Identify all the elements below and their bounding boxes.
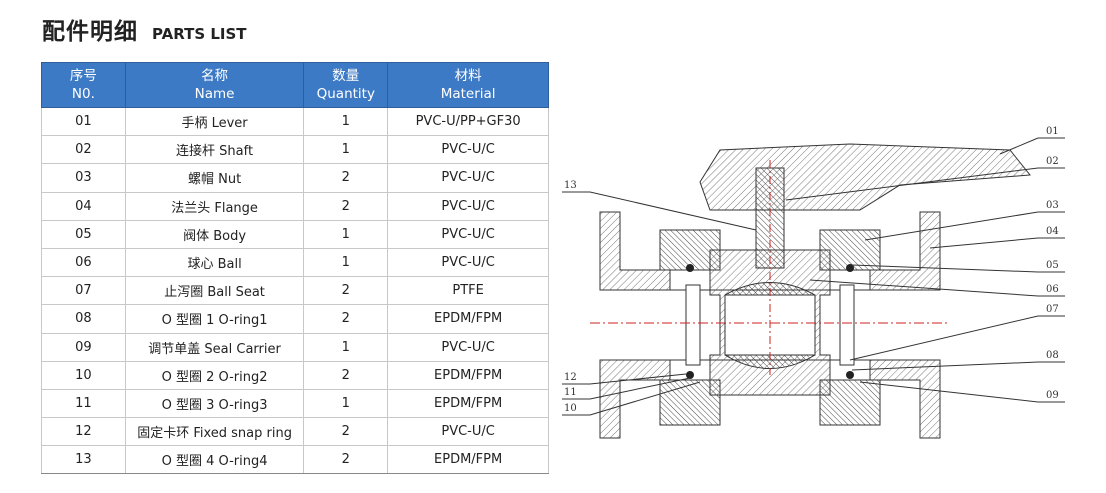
cell-qty: 2 bbox=[303, 361, 389, 390]
cell-no: 10 bbox=[41, 361, 126, 390]
cell-qty: 2 bbox=[303, 445, 389, 475]
cell-material: PVC-U/C bbox=[387, 220, 549, 249]
cell-material: PVC-U/C bbox=[387, 248, 549, 278]
callout-02: 02 bbox=[1046, 156, 1059, 167]
cell-qty: 2 bbox=[303, 276, 389, 306]
cell-qty: 2 bbox=[303, 192, 389, 221]
cell-name: 螺帽 Nut bbox=[124, 163, 305, 193]
cell-no: 05 bbox=[41, 220, 126, 249]
callouts-left: 13 12 11 10 bbox=[562, 180, 757, 416]
heading-zh: 配件明细 bbox=[42, 19, 138, 45]
cell-qty: 2 bbox=[303, 304, 389, 334]
ball-valve-diagram: 01 02 03 04 05 06 07 08 09 13 12 11 bbox=[560, 120, 1080, 454]
cell-no: 02 bbox=[41, 135, 126, 165]
cell-name: O 型圈 2 O-ring2 bbox=[124, 361, 305, 390]
cell-material: EPDM/FPM bbox=[387, 445, 549, 475]
cell-no: 03 bbox=[41, 163, 126, 193]
cell-no: 13 bbox=[41, 445, 126, 475]
cell-no: 04 bbox=[41, 192, 126, 221]
cell-no: 06 bbox=[41, 248, 126, 278]
callouts-right: 01 02 03 04 05 06 07 08 09 bbox=[785, 126, 1065, 403]
cell-material: PVC-U/C bbox=[387, 163, 549, 193]
cell-material: PVC-U/C bbox=[387, 135, 549, 165]
page-heading: 配件明细 PARTS LIST bbox=[42, 12, 247, 46]
cell-name: 固定卡环 Fixed snap ring bbox=[124, 417, 305, 447]
cell-material: PVC-U/C bbox=[387, 192, 549, 221]
cell-name: 球心 Ball bbox=[124, 248, 305, 278]
cell-name: O 型圈 1 O-ring1 bbox=[124, 304, 305, 334]
cell-material: EPDM/FPM bbox=[387, 304, 549, 334]
callout-13: 13 bbox=[564, 180, 577, 191]
cell-name: 法兰头 Flange bbox=[124, 192, 305, 221]
cell-name: 手柄 Lever bbox=[124, 107, 305, 137]
callout-03: 03 bbox=[1046, 200, 1059, 211]
cell-material: EPDM/FPM bbox=[387, 389, 549, 419]
callout-05: 05 bbox=[1046, 260, 1059, 271]
right-seat-carrier bbox=[839, 284, 855, 366]
cell-no: 12 bbox=[41, 417, 126, 447]
callout-11: 11 bbox=[564, 387, 577, 398]
cell-qty: 1 bbox=[303, 107, 389, 137]
cell-material: PVC-U/PP+GF30 bbox=[387, 107, 549, 137]
cell-no: 07 bbox=[41, 276, 126, 306]
o-ring-upper-left bbox=[686, 264, 694, 272]
o-ring-upper-right bbox=[846, 264, 854, 272]
o-ring-lower-right bbox=[846, 371, 854, 379]
cell-no: 01 bbox=[41, 107, 126, 137]
callout-06: 06 bbox=[1046, 284, 1059, 295]
cell-name: 调节单盖 Seal Carrier bbox=[124, 333, 305, 362]
cell-name: O 型圈 3 O-ring3 bbox=[124, 389, 305, 419]
callout-09: 09 bbox=[1046, 390, 1059, 401]
cell-name: O 型圈 4 O-ring4 bbox=[124, 445, 305, 475]
callout-01: 01 bbox=[1046, 126, 1059, 137]
valve-section-drawing: 01 02 03 04 05 06 07 08 09 13 12 11 bbox=[562, 126, 1065, 439]
callout-04: 04 bbox=[1046, 226, 1059, 237]
lever bbox=[699, 143, 1031, 211]
cell-qty: 2 bbox=[303, 163, 389, 193]
callout-08: 08 bbox=[1046, 350, 1059, 361]
cell-qty: 2 bbox=[303, 417, 389, 447]
o-ring-lower-left bbox=[686, 371, 694, 379]
cell-qty: 1 bbox=[303, 389, 389, 419]
cell-name: 连接杆 Shaft bbox=[124, 135, 305, 165]
callout-07: 07 bbox=[1046, 304, 1059, 315]
cell-qty: 1 bbox=[303, 333, 389, 362]
cell-qty: 1 bbox=[303, 248, 389, 278]
left-seat-carrier bbox=[685, 284, 701, 366]
cell-no: 08 bbox=[41, 304, 126, 334]
cell-material: EPDM/FPM bbox=[387, 361, 549, 390]
callout-12: 12 bbox=[564, 372, 577, 383]
cell-qty: 1 bbox=[303, 135, 389, 165]
cell-material: PVC-U/C bbox=[387, 333, 549, 362]
cell-name: 止泻圈 Ball Seat bbox=[124, 276, 305, 306]
heading-en: PARTS LIST bbox=[152, 25, 247, 43]
callout-10: 10 bbox=[564, 403, 577, 414]
cell-no: 09 bbox=[41, 333, 126, 362]
cell-material: PTFE bbox=[387, 276, 549, 306]
cell-qty: 1 bbox=[303, 220, 389, 249]
cell-name: 阀体 Body bbox=[124, 220, 305, 249]
cell-no: 11 bbox=[41, 389, 126, 419]
cell-material: PVC-U/C bbox=[387, 417, 549, 447]
